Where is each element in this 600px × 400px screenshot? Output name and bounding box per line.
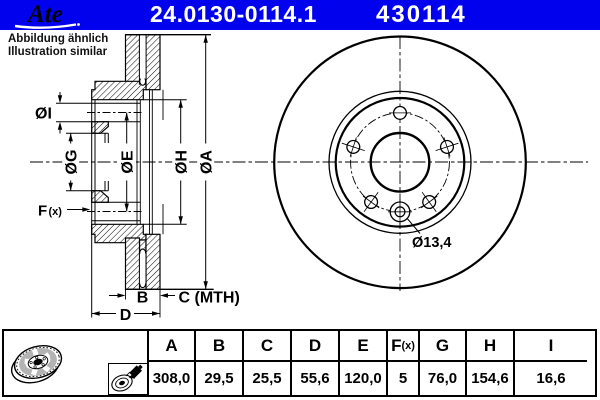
label-hole-dia: Ø13,4 bbox=[412, 235, 452, 251]
label-dia-i: ØI bbox=[35, 106, 52, 123]
label-dia-e: ØE bbox=[120, 150, 137, 173]
col-header-d-text: D bbox=[308, 335, 322, 355]
col-value-g: 76,0 bbox=[418, 362, 465, 395]
col-value-c: 25,5 bbox=[242, 362, 290, 395]
col-header-f-sub: (x) bbox=[401, 339, 415, 352]
note-line-en: Illustration similar bbox=[8, 46, 108, 58]
col-header-g: G bbox=[418, 331, 465, 362]
col-header-e-text: E bbox=[357, 335, 369, 355]
col-header-g-text: G bbox=[435, 335, 450, 355]
col-value-h-text: 154,6 bbox=[471, 370, 509, 387]
ate-logo-text: Ate bbox=[26, 1, 63, 28]
label-dia-a: ØA bbox=[199, 150, 216, 174]
part-number: 24.0130-0114.1 bbox=[150, 1, 317, 27]
section-dimension-labels: ØI ØG ØE ØH ØA F (x) B C (MTH) D bbox=[35, 106, 240, 325]
col-header-d: D bbox=[290, 331, 338, 362]
spray-disc-icon bbox=[111, 364, 143, 392]
dimensioned-hole bbox=[388, 199, 421, 234]
section-dimensions bbox=[57, 34, 215, 316]
col-header-i: I bbox=[513, 331, 587, 362]
reference-number: 430114 bbox=[376, 1, 467, 28]
col-value-e-text: 120,0 bbox=[344, 370, 382, 387]
label-d: D bbox=[120, 307, 132, 324]
note-line-de: Abbildung ähnlich bbox=[8, 33, 109, 45]
col-header-h-text: H bbox=[483, 335, 497, 355]
disc-icon bbox=[10, 344, 63, 384]
col-value-f-text: 5 bbox=[398, 370, 408, 387]
label-f: F bbox=[38, 203, 47, 220]
dimension-table: A B C D E F(x) G H I 308,0 29,5 25,5 55,… bbox=[2, 329, 597, 397]
col-header-b: B bbox=[194, 331, 242, 362]
col-value-h: 154,6 bbox=[465, 362, 513, 395]
col-header-i-text: I bbox=[548, 335, 554, 355]
front-view bbox=[273, 35, 527, 291]
col-header-f-text: F bbox=[391, 335, 402, 355]
col-value-d-text: 55,6 bbox=[300, 370, 330, 387]
col-value-e: 120,0 bbox=[338, 362, 386, 395]
label-f-sub: (x) bbox=[49, 206, 63, 218]
col-value-a-text: 308,0 bbox=[152, 370, 191, 387]
col-header-e: E bbox=[338, 331, 386, 362]
bolt-holes bbox=[341, 105, 459, 212]
col-header-a: A bbox=[147, 331, 194, 362]
col-value-b: 29,5 bbox=[194, 362, 242, 395]
col-value-i: 16,6 bbox=[513, 362, 587, 395]
label-c-mth: C (MTH) bbox=[179, 290, 240, 307]
similarity-note: Abbildung ähnlich Illustration similar bbox=[8, 33, 108, 59]
col-header-a-text: A bbox=[165, 335, 178, 355]
col-value-c-text: 25,5 bbox=[252, 370, 282, 387]
col-value-d: 55,6 bbox=[290, 362, 338, 395]
col-header-c: C bbox=[242, 331, 290, 362]
label-b: B bbox=[137, 290, 149, 307]
service-icon-box bbox=[108, 363, 147, 395]
ate-logo: Ate bbox=[12, 1, 107, 34]
label-dia-h: ØH bbox=[174, 150, 191, 174]
col-value-b-text: 29,5 bbox=[204, 370, 234, 387]
col-value-i-text: 16,6 bbox=[536, 370, 566, 387]
col-header-f: F(x) bbox=[386, 331, 418, 362]
col-value-g-text: 76,0 bbox=[427, 370, 458, 387]
table-icon-cell bbox=[4, 331, 147, 395]
section-view bbox=[30, 34, 588, 318]
col-header-b-text: B bbox=[212, 335, 226, 355]
label-dia-g: ØG bbox=[64, 150, 81, 175]
col-header-c-text: C bbox=[260, 335, 274, 355]
col-value-a: 308,0 bbox=[147, 362, 194, 395]
col-value-f: 5 bbox=[386, 362, 418, 395]
technical-drawing: ØI ØG ØE ØH ØA F (x) B C (MTH) D bbox=[30, 34, 588, 325]
header-bar: Ate 24.0130-0114.1 430114 bbox=[0, 0, 600, 30]
col-header-h: H bbox=[465, 331, 513, 362]
